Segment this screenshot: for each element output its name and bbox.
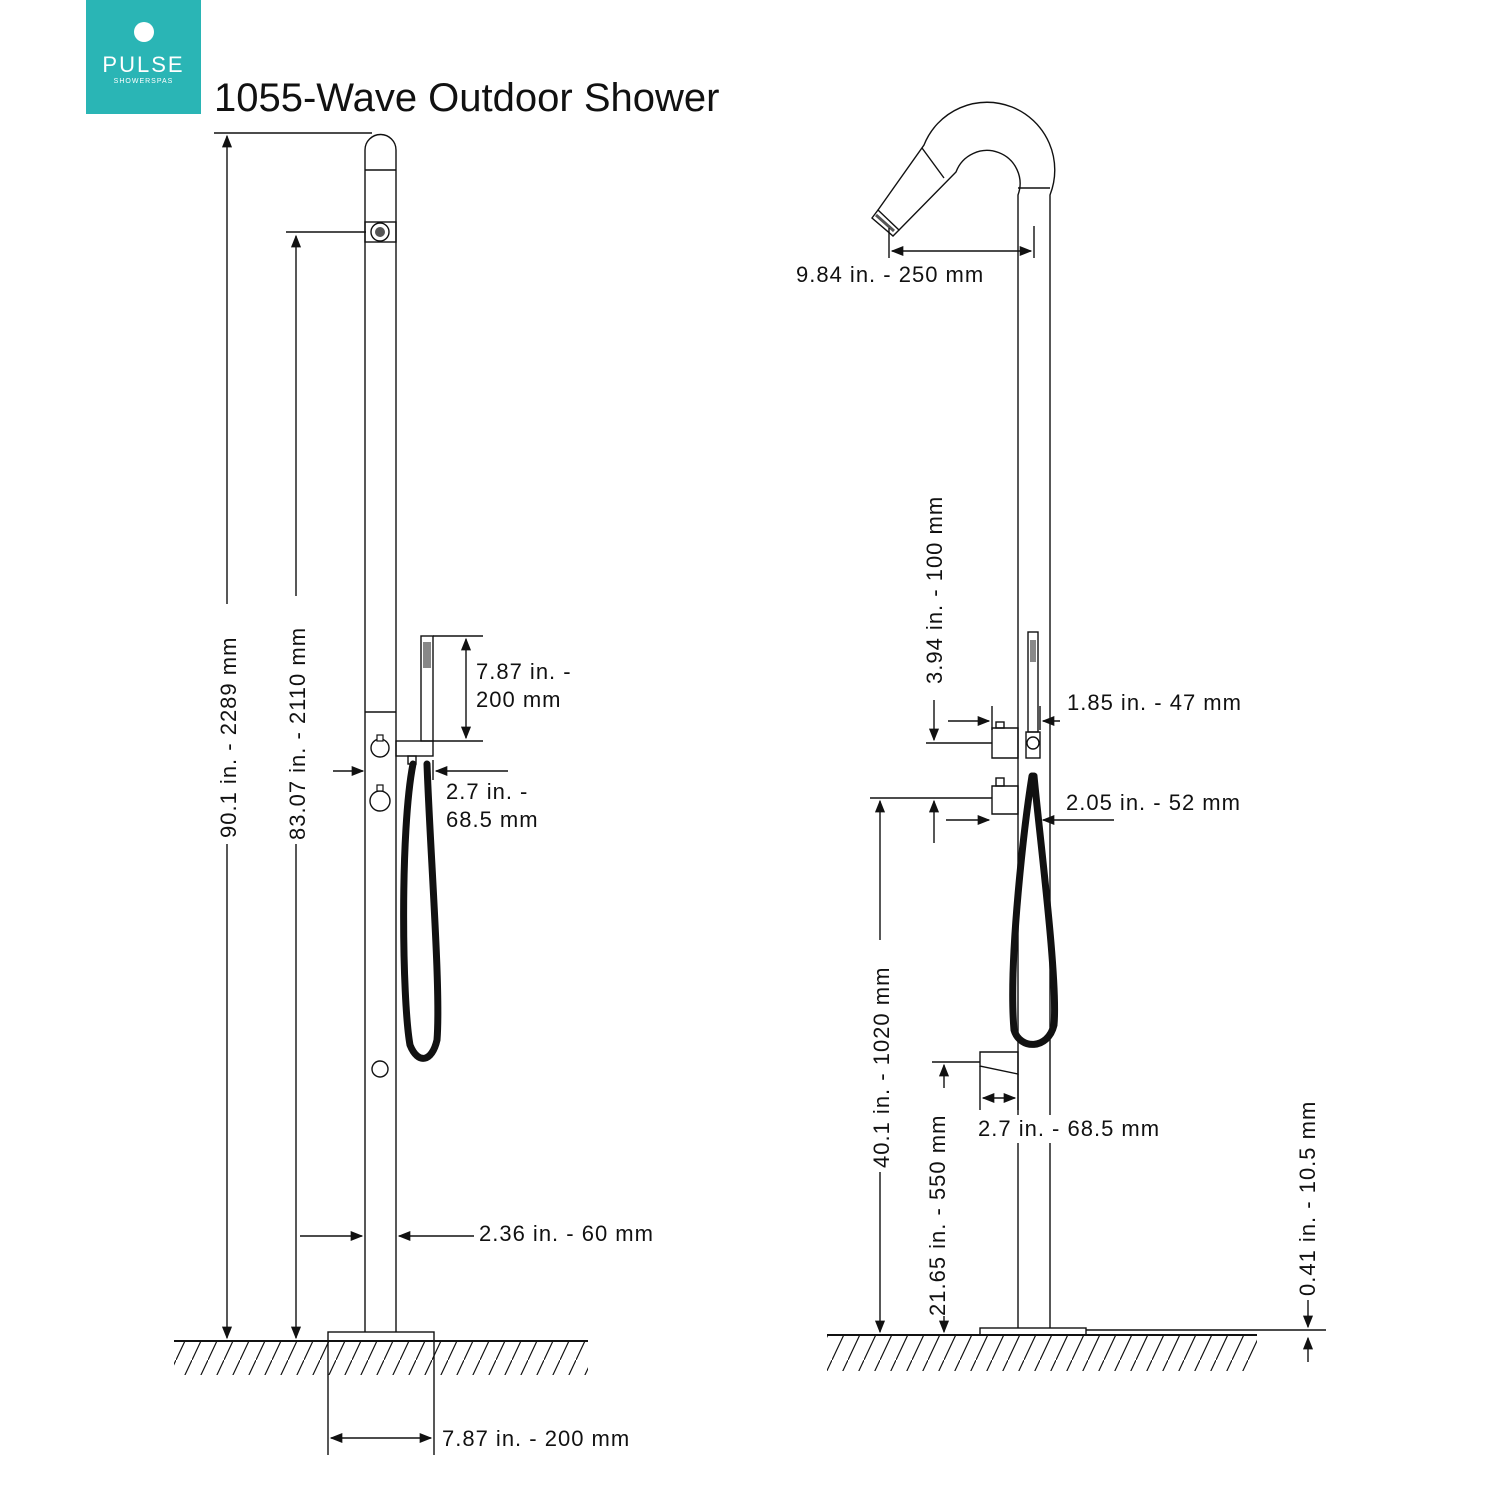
dim-valve-height-label: 40.1 in. - 1020 mm xyxy=(869,967,894,1168)
base-plate-right xyxy=(979,1327,1087,1336)
hose-side xyxy=(1009,772,1059,1048)
ground-hatch-left xyxy=(174,1341,588,1375)
dim-total-height-label: 90.1 in. - 2289 mm xyxy=(216,637,241,838)
valve-knob-lower xyxy=(369,790,391,812)
valve-side-upper xyxy=(991,727,1019,759)
foot-spout-knob xyxy=(371,1060,389,1078)
ground-hatch-right xyxy=(827,1335,1257,1371)
dim-base-thickness-label: 0.41 in. - 10.5 mm xyxy=(1295,1101,1320,1296)
base-plate-left xyxy=(327,1331,435,1342)
dim-head-reach-label: 9.84 in. - 250 mm xyxy=(796,262,984,287)
holder-side xyxy=(1025,731,1041,759)
hand-shower-holder xyxy=(395,740,434,757)
front-view: 90.1 in. - 2289 mm 83.07 in. - 2110 mm 7… xyxy=(174,132,654,1455)
hose-front xyxy=(400,760,442,1062)
dim-holder-offset-label: 1.85 in. - 47 mm xyxy=(1067,690,1242,715)
dim-column-width-label: 2.36 in. - 60 mm xyxy=(479,1221,654,1246)
dim-holder-depth-mm: 68.5 mm xyxy=(446,807,539,832)
dim-foot-spout-depth-label: 2.7 in. - 68.5 mm xyxy=(978,1116,1160,1141)
logo-subtitle: SHOWERSPAS xyxy=(113,78,174,85)
showerhead-nozzles xyxy=(370,222,390,242)
dim-hand-shower-length-mm: 200 mm xyxy=(476,687,561,712)
page-title: 1055-Wave Outdoor Shower xyxy=(214,76,720,120)
dim-hand-shower-length-in: 7.87 in. - xyxy=(476,659,572,684)
side-view: 9.84 in. - 250 mm 3.94 in. - 100 mm 1.85… xyxy=(796,101,1326,1371)
valve-knob-upper xyxy=(370,738,390,758)
dim-valve-depth-label: 2.05 in. - 52 mm xyxy=(1066,790,1241,815)
pulse-logo: PULSE SHOWERSPAS xyxy=(86,0,201,114)
showerhead-side xyxy=(871,208,901,237)
shower-drop-icon xyxy=(134,22,154,42)
dim-holder-depth-in: 2.7 in. - xyxy=(446,779,528,804)
shower-column-side-outer xyxy=(877,101,1056,1328)
dim-base-width-label: 7.87 in. - 200 mm xyxy=(442,1426,630,1451)
hand-shower-spray-face xyxy=(423,642,431,668)
logo-brand: PULSE xyxy=(102,52,185,77)
shower-column-side xyxy=(898,149,1021,1328)
dim-valve-spacing-label: 3.94 in. - 100 mm xyxy=(922,496,947,684)
valve-side-lower xyxy=(991,785,1019,815)
shower-column-front xyxy=(364,133,397,1332)
foot-spout-side xyxy=(979,1051,1019,1075)
dim-foot-spout-height-label: 21.65 in. - 550 mm xyxy=(925,1115,950,1316)
dim-head-height-label: 83.07 in. - 2110 mm xyxy=(285,627,310,840)
